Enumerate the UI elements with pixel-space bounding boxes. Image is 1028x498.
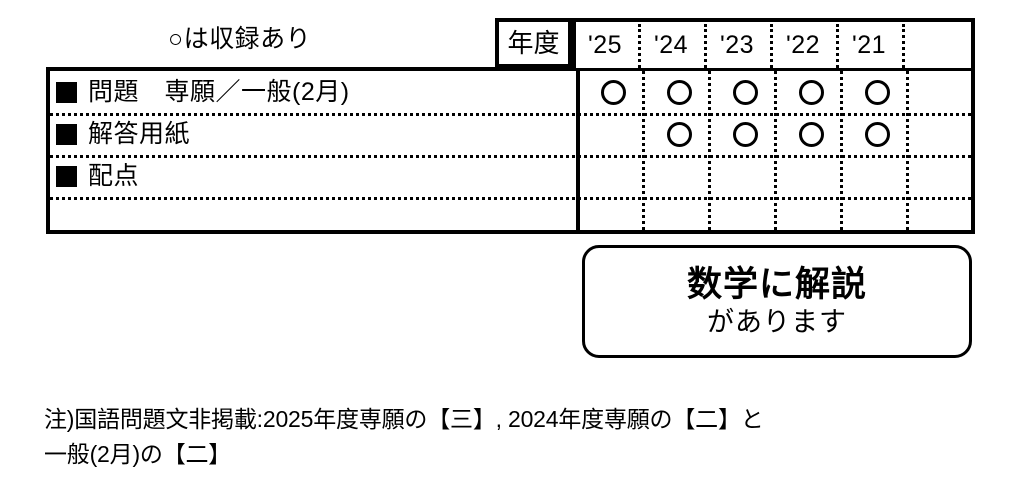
- bullet-square-icon: [56, 81, 77, 103]
- year-columns-header: '25 '24 '23 '22 '21: [572, 18, 975, 68]
- cell-haiten-21: [844, 155, 910, 197]
- cell-kaitou-25: [580, 113, 646, 155]
- cell-haiten-24: [646, 155, 712, 197]
- year-column-22: '22: [785, 31, 821, 59]
- cell-mondai-blank: [910, 71, 976, 113]
- cell-kaitou-24: [646, 113, 712, 155]
- circle-icon: [666, 79, 692, 105]
- marks-area: [580, 71, 971, 230]
- cell-mondai-21: [844, 71, 910, 113]
- circle-icon: [798, 121, 824, 147]
- footnote-line-1: 注)国語問題文非掲載:2025年度専願の【三】, 2024年度専願の【二】と: [44, 406, 764, 432]
- year-column-blank: [902, 22, 968, 68]
- cell-mondai-23: [712, 71, 778, 113]
- cell-mondai-22: [778, 71, 844, 113]
- note-line-1: 数学に解説: [686, 265, 867, 304]
- circle-icon: [732, 79, 758, 105]
- year-col-divider-2: [704, 24, 707, 68]
- row-separator-3: [50, 197, 971, 200]
- label-column-divider: [576, 71, 580, 230]
- cell-mondai-25: [580, 71, 646, 113]
- contents-table: 問題 専願／一般(2月) 解答用紙 配点: [46, 67, 975, 234]
- cell-mondai-24: [646, 71, 712, 113]
- circle-icon: [798, 79, 824, 105]
- column-divider-3: [774, 71, 777, 230]
- cell-kaitou-22: [778, 113, 844, 155]
- year-column-25: '25: [587, 31, 623, 59]
- year-column-24: '24: [653, 31, 689, 59]
- cell-haiten-25: [580, 155, 646, 197]
- cell-kaitou-21: [844, 113, 910, 155]
- column-divider-1: [642, 71, 645, 230]
- math-explanation-note: 数学に解説 があります: [582, 245, 972, 358]
- column-divider-5: [906, 71, 909, 230]
- circle-icon: [666, 121, 692, 147]
- circle-icon: [864, 79, 890, 105]
- footnote-line-2: 一般(2月)の【二】: [44, 441, 232, 467]
- cell-haiten-22: [778, 155, 844, 197]
- year-col-divider-1: [638, 24, 641, 68]
- year-col-divider-4: [836, 24, 839, 68]
- table-row: [56, 197, 67, 239]
- table-row: 問題 専願／一般(2月): [56, 71, 350, 113]
- legend-caption: ○は収録あり: [168, 25, 312, 53]
- cell-haiten-blank: [910, 155, 976, 197]
- circle-icon: [732, 121, 758, 147]
- bullet-square-icon: [56, 165, 77, 187]
- circle-icon: [600, 79, 626, 105]
- column-divider-2: [708, 71, 711, 230]
- row-label-mondai: 問題 専願／一般(2月): [88, 78, 350, 106]
- row-label-haiten: 配点: [88, 162, 140, 190]
- cell-kaitou-blank: [910, 113, 976, 155]
- year-col-divider-5: [902, 24, 905, 68]
- table-row: 配点: [56, 155, 139, 197]
- year-header-label: 年度: [507, 28, 560, 58]
- footnote: 注)国語問題文非掲載:2025年度専願の【三】, 2024年度専願の【二】と 一…: [44, 402, 1004, 472]
- row-separator-1: [50, 113, 971, 116]
- row-label-kaitouyoushi: 解答用紙: [88, 120, 191, 148]
- year-column-21: '21: [851, 31, 887, 59]
- cell-kaitou-23: [712, 113, 778, 155]
- year-header-box: 年度: [495, 18, 572, 68]
- column-divider-4: [840, 71, 843, 230]
- year-col-divider-3: [770, 24, 773, 68]
- bullet-square-icon: [56, 123, 77, 145]
- circle-icon: [864, 121, 890, 147]
- note-line-2: があります: [707, 307, 847, 337]
- table-row: 解答用紙: [56, 113, 190, 155]
- year-column-23: '23: [719, 31, 755, 59]
- row-separator-2: [50, 155, 971, 158]
- cell-haiten-23: [712, 155, 778, 197]
